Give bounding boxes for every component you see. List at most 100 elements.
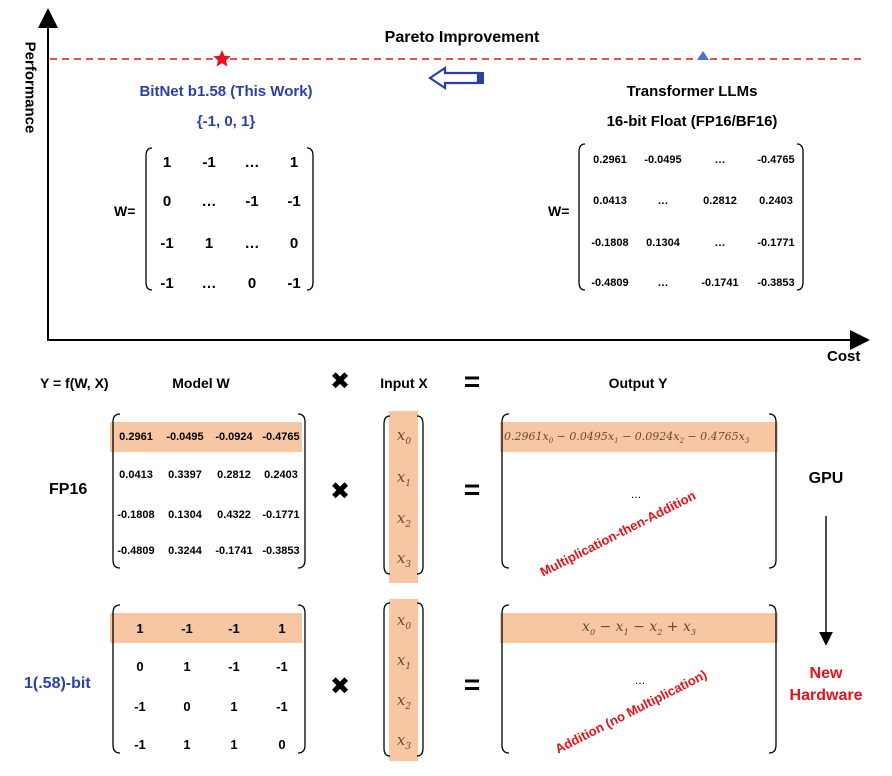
matrix-cell: 1: [183, 659, 191, 674]
matrix-cell: -1: [181, 621, 193, 636]
matrix-cell: …: [657, 195, 669, 207]
matrix-cell: 0.4322: [217, 509, 251, 521]
matrix-cell: -0.1741: [215, 545, 253, 557]
ternary-input-highlight: [389, 599, 418, 761]
matrix-cell: -0.1808: [591, 237, 629, 249]
matrix-cell: -1: [228, 659, 240, 674]
pareto-arrow-tail: [479, 72, 484, 84]
new-hardware-label-line2: Hardware: [789, 687, 863, 704]
fp16-output-highlight: [500, 422, 778, 452]
matrix-cell: 0.2403: [759, 195, 793, 207]
matrix-cell: 0.3397: [168, 469, 202, 481]
equation-label: Y = f(W, X): [40, 375, 109, 391]
matrix-cell: -0.1741: [701, 277, 739, 289]
matrix-cell: -1: [160, 235, 174, 252]
matrix-cell: 1: [289, 154, 299, 171]
matrix-cell: 1: [230, 699, 238, 714]
matrix-cell: …: [244, 154, 260, 171]
fp16-output-left-bracket: [501, 413, 510, 569]
matrix-cell: 0.3244: [168, 545, 202, 557]
fp16-output-row: 0.2961x0 − 0.0495x1 − 0.0924x2 − 0.4765x…: [504, 430, 750, 446]
new-hardware-label-line1: New: [809, 665, 843, 682]
output-y-label: Output Y: [608, 375, 668, 391]
ternary-input-right-bracket: [416, 602, 424, 757]
y-axis-label: Performance: [21, 41, 39, 134]
ternary-input-x1: x1: [396, 651, 412, 672]
matrix-cell: -1: [160, 275, 174, 292]
matrix-cell: 1: [162, 154, 172, 171]
matrix-cell: 0: [278, 737, 286, 752]
fp16-times-symbol: ✖: [329, 478, 351, 505]
matrix-cell: …: [714, 154, 726, 166]
matrix-cell: -0.1771: [757, 237, 795, 249]
matrix-cell: …: [244, 235, 260, 252]
equals-symbol-header: =: [463, 366, 481, 397]
fp16-model-right-bracket: [297, 413, 306, 569]
matrix-cell: 1: [278, 621, 286, 636]
matrix-cell: 0.1304: [646, 237, 680, 249]
ternary-w-label: W=: [114, 203, 136, 219]
matrix-cell: 0.0413: [119, 469, 153, 481]
fp16-model-left-bracket: [112, 413, 121, 569]
matrix-cell: -1: [202, 154, 216, 171]
fp16-input-x1: x1: [396, 468, 412, 489]
ternary-output-ellipsis: …: [634, 675, 646, 687]
pareto-label: Pareto Improvement: [384, 29, 540, 46]
ternary-times-symbol: ✖: [329, 673, 351, 700]
x-axis-label: Cost: [827, 348, 861, 365]
matrix-cell: 1: [204, 235, 214, 252]
fp16-input-right-bracket: [416, 415, 424, 575]
matrix-cell: 0: [247, 275, 257, 292]
matrix-cell: 0.2812: [217, 469, 251, 481]
gpu-label: GPU: [808, 470, 844, 487]
input-x-label: Input X: [380, 375, 428, 391]
fp16-row-label: FP16: [49, 481, 88, 498]
matrix-cell: -0.0495: [644, 154, 682, 166]
top-fp16-left-bracket: [578, 143, 586, 291]
fp16-input-x2: x2: [396, 509, 412, 530]
matrix-cell: -0.0924: [215, 431, 253, 443]
ternary-input-left-bracket: [383, 602, 391, 757]
matrix-cell: -1: [287, 275, 301, 292]
matrix-cell: 0.2812: [703, 195, 737, 207]
matrix-cell: 0.2961: [593, 154, 627, 166]
matrix-cell: 0: [183, 699, 191, 714]
ternary-input-x2: x2: [396, 691, 412, 712]
matrix-cell: -1: [245, 193, 259, 210]
transformer-title: Transformer LLMs: [626, 83, 758, 100]
times-symbol-header: ✖: [329, 368, 351, 395]
matrix-cell: -0.3853: [757, 277, 795, 289]
matrix-cell: -1: [228, 621, 240, 636]
bitnet-star-marker: [213, 50, 231, 67]
fp16-input-x3: x3: [396, 549, 412, 570]
fp16-w-label: W=: [548, 203, 570, 219]
matrix-cell: -1: [276, 659, 288, 674]
matrix-cell: …: [714, 237, 726, 249]
model-w-label: Model W: [172, 375, 230, 391]
ternary-equals-symbol: =: [463, 669, 481, 700]
matrix-cell: -1: [276, 699, 288, 714]
bitnet-values: {-1, 0, 1}: [196, 113, 256, 130]
matrix-cell: …: [201, 275, 217, 292]
top-ternary-left-bracket: [145, 147, 153, 291]
fp16-output-ellipsis: …: [630, 489, 642, 501]
matrix-cell: 0.1304: [168, 509, 202, 521]
transformer-values: 16-bit Float (FP16/BF16): [606, 113, 778, 130]
matrix-cell: 0.0413: [593, 195, 627, 207]
matrix-cell: 1: [136, 621, 144, 636]
matrix-cell: 1: [230, 737, 238, 752]
top-fp16-right-bracket: [796, 143, 804, 291]
matrix-cell: 0.2961: [119, 431, 153, 443]
matrix-cell: -0.3853: [262, 545, 300, 557]
ternary-row-highlight: [110, 613, 302, 643]
fp16-input-left-bracket: [383, 415, 391, 575]
matrix-cell: -0.1771: [262, 509, 300, 521]
matrix-cell: -1: [134, 699, 146, 714]
matrix-cell: …: [657, 277, 669, 289]
matrix-cell: -0.4809: [591, 277, 629, 289]
matrix-cell: -0.4765: [757, 154, 795, 166]
ternary-output-row: x0 − x1 − x2 + x3: [582, 619, 696, 637]
matrix-cell: -0.1808: [117, 509, 155, 521]
matrix-cell: -1: [287, 193, 301, 210]
